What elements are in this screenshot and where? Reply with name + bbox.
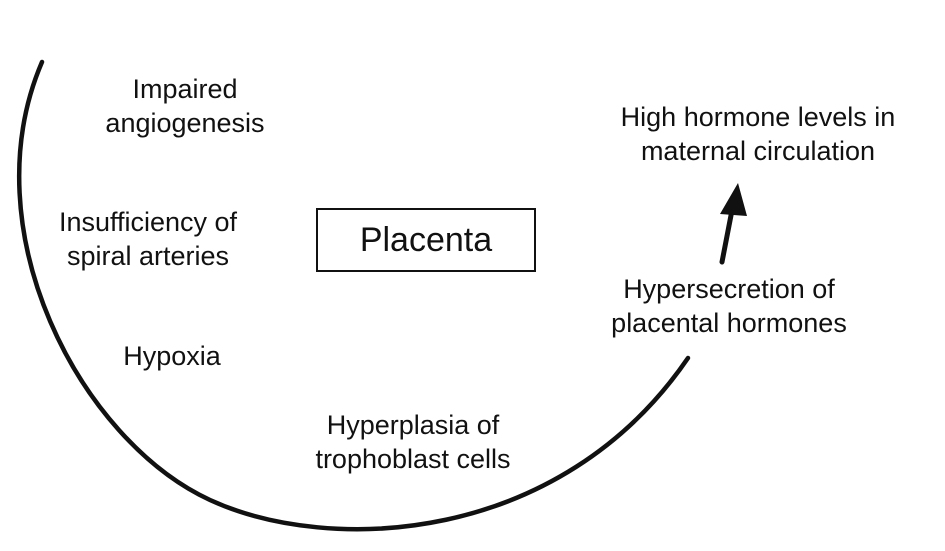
- outcome-high-hormone-levels: High hormone levels in maternal circulat…: [620, 102, 896, 166]
- placenta-label: Placenta: [359, 220, 493, 259]
- step-insufficiency-spiral-arteries: Insufficiency of spiral arteries: [58, 207, 238, 271]
- cycle-arc: [16, 59, 691, 532]
- step-hyperplasia-trophoblast: Hyperplasia of trophoblast cells: [315, 410, 511, 474]
- placenta-box: Placenta: [316, 208, 536, 272]
- arrow-up-icon: [720, 183, 747, 216]
- step-hypersecretion-hormones: Hypersecretion of placental hormones: [611, 274, 847, 338]
- step-impaired-angiogenesis: Impaired angiogenesis: [105, 74, 265, 138]
- step-hypoxia: Hypoxia: [123, 341, 221, 371]
